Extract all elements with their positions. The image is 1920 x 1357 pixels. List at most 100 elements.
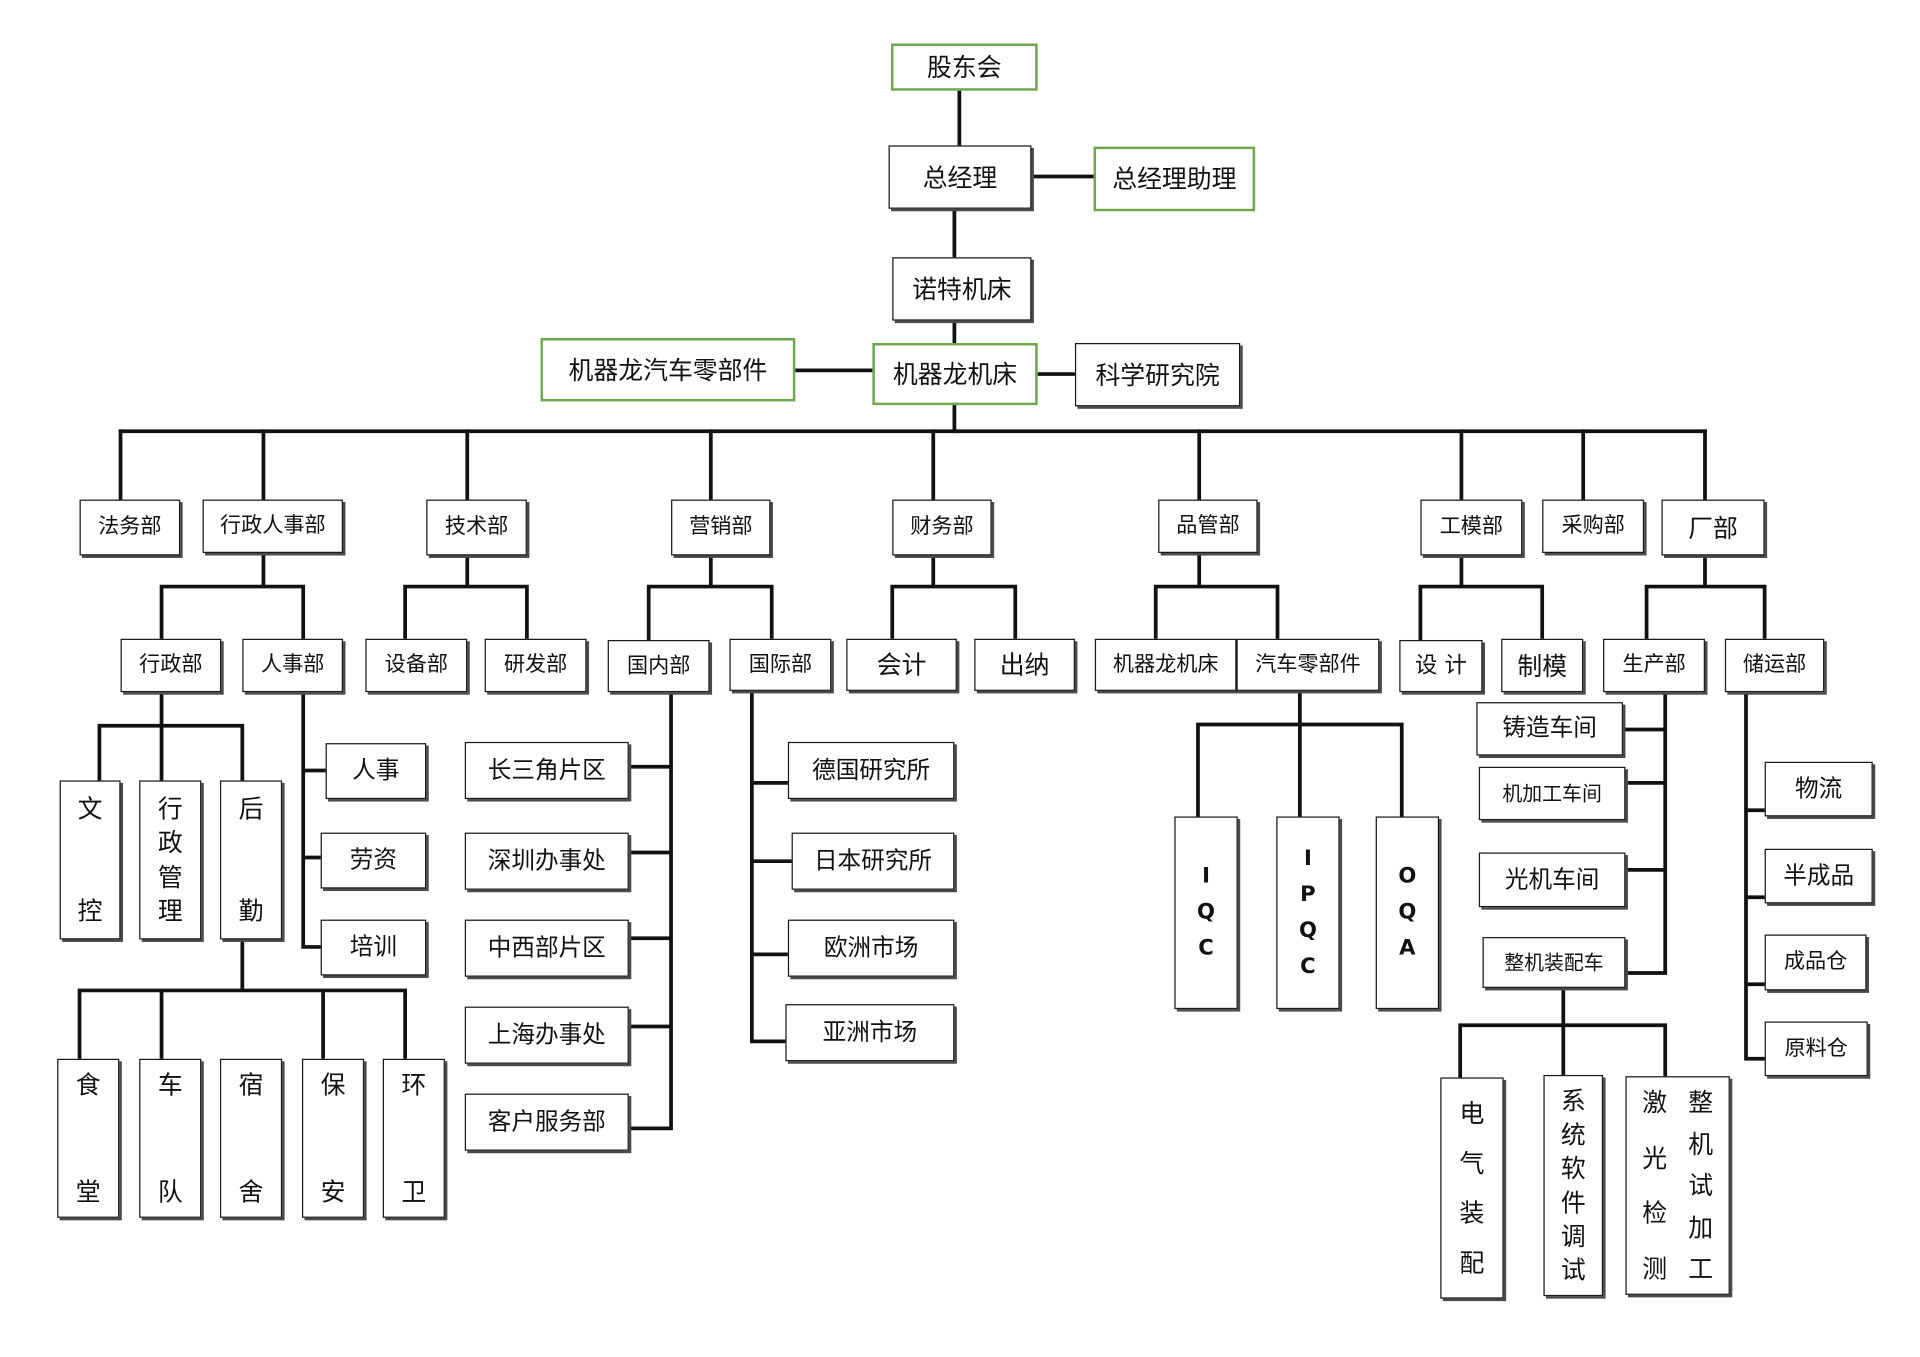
unit-shenzhen-office: 深圳办事处 [464,832,629,890]
vertical-char: 电 [1459,1098,1485,1129]
unit-dormitory: 宿舍 [219,1058,283,1218]
subdept-design: 设 计 [1399,639,1483,693]
vertical-char: 勤 [238,895,264,926]
dept-purchasing: 采购部 [1542,499,1645,554]
node-label: 食堂 [76,1072,101,1204]
unit-training: 培训 [320,919,427,976]
connector [1196,689,1404,819]
connector [301,690,328,949]
subdept-storage: 储运部 [1724,638,1825,693]
node-nuote-machine-tool: 诺特机床 [892,257,1032,321]
vertical-char: 统 [1560,1119,1586,1150]
dept-technology: 技术部 [426,499,527,556]
node-label-laser-test: 激光检测 [1642,1090,1667,1281]
vertical-char: 工 [1688,1253,1714,1284]
subdept-production: 生产部 [1603,638,1705,693]
node-research-institute: 科学研究院 [1074,342,1241,407]
vertical-char: 检 [1642,1198,1668,1229]
node-label: 后勤 [239,797,264,924]
subdept-rnd: 研发部 [484,638,587,693]
unit-sanitation: 环卫 [382,1058,445,1218]
vertical-char: 测 [1642,1253,1668,1284]
vertical-char: 装 [1459,1197,1485,1228]
vertical-char: 卫 [401,1176,427,1207]
vertical-char: 件 [1560,1187,1586,1218]
connector [1621,690,1668,975]
node-label: 电气装配 [1460,1101,1485,1275]
node-label: 系统软件调试 [1561,1089,1586,1283]
subdept-domestic: 国内部 [607,639,710,693]
connector [1744,690,1767,1061]
dept-legal: 法务部 [79,499,181,556]
node-label: 保安 [321,1072,346,1204]
vertical-char: 管 [157,862,183,892]
vertical-char: 试 [1688,1170,1714,1201]
node-jiqilong-auto-parts: 机器龙汽车零部件 [540,338,796,402]
unit-yangtze-delta-region: 长三角片区 [464,741,629,800]
unit-canteen: 食堂 [57,1058,120,1218]
unit-security: 保安 [301,1058,365,1218]
unit-machining-workshop: 机加工车间 [1478,766,1626,821]
connector [749,690,794,1044]
connector [159,551,306,641]
vertical-char: 机 [1688,1128,1714,1159]
vertical-char: 加 [1688,1212,1714,1243]
vertical-char: A [1399,935,1416,961]
node-label: 车队 [158,1072,183,1204]
dept-tooling: 工模部 [1420,499,1523,556]
vertical-char: 控 [77,895,103,926]
unit-germany-institute: 德国研究所 [787,741,955,800]
dept-factory: 厂部 [1661,499,1765,556]
unit-customer-service: 客户服务部 [464,1093,629,1151]
vertical-char: 光 [1642,1142,1668,1173]
unit-electrical-assembly: 电气装配 [1440,1077,1504,1299]
vertical-char: 宿 [238,1069,264,1100]
unit-optical-workshop: 光机车间 [1478,852,1626,908]
unit-logistics: 物流 [1764,761,1873,817]
unit-semi-finished: 半成品 [1764,848,1873,904]
unit-assembly-workshop: 整机装配车 [1482,936,1626,988]
dept-quality: 品管部 [1158,499,1258,554]
vertical-char: O [1398,863,1417,889]
connector [890,553,1018,641]
vertical-char: 整 [1688,1087,1714,1118]
vertical-char: C [1198,935,1214,961]
vertical-char: 软 [1560,1153,1586,1184]
vertical-char: 调 [1560,1221,1586,1252]
unit-fleet: 车队 [139,1058,202,1218]
unit-payroll: 劳资 [320,832,427,889]
node-general-manager: 总经理 [888,145,1032,209]
unit-document-control: 文控 [59,780,121,940]
connector [97,690,245,783]
vertical-char: 堂 [75,1176,101,1207]
unit-casting-workshop: 铸造车间 [1476,702,1623,756]
subdept-hr: 人事部 [242,638,343,693]
unit-software-debugging: 系统软件调试 [1543,1074,1604,1297]
vertical-char: 试 [1560,1255,1586,1285]
vertical-char: 队 [157,1176,183,1207]
vertical-char: I [1304,845,1312,871]
connector [626,690,673,1131]
vertical-char: I [1202,863,1210,889]
node-label: 宿舍 [239,1072,264,1204]
node-gm-assistant: 总经理助理 [1093,146,1256,212]
vertical-char: 食 [75,1069,101,1100]
vertical-char: 行 [157,794,183,824]
subdept-quality-machine-tool: 机器龙机床 [1094,638,1237,691]
vertical-char: 舍 [238,1176,264,1207]
subdept-equipment: 设备部 [365,638,468,693]
vertical-char: 后 [238,794,264,824]
unit-finished-goods-warehouse: 成品仓 [1764,934,1867,991]
vertical-char: 配 [1459,1247,1485,1278]
unit-raw-material-warehouse: 原料仓 [1764,1021,1868,1077]
unit-laser-test-and-trial-machining: 激光检测 整机试加工 [1625,1076,1730,1295]
vertical-char: 系 [1560,1086,1586,1116]
